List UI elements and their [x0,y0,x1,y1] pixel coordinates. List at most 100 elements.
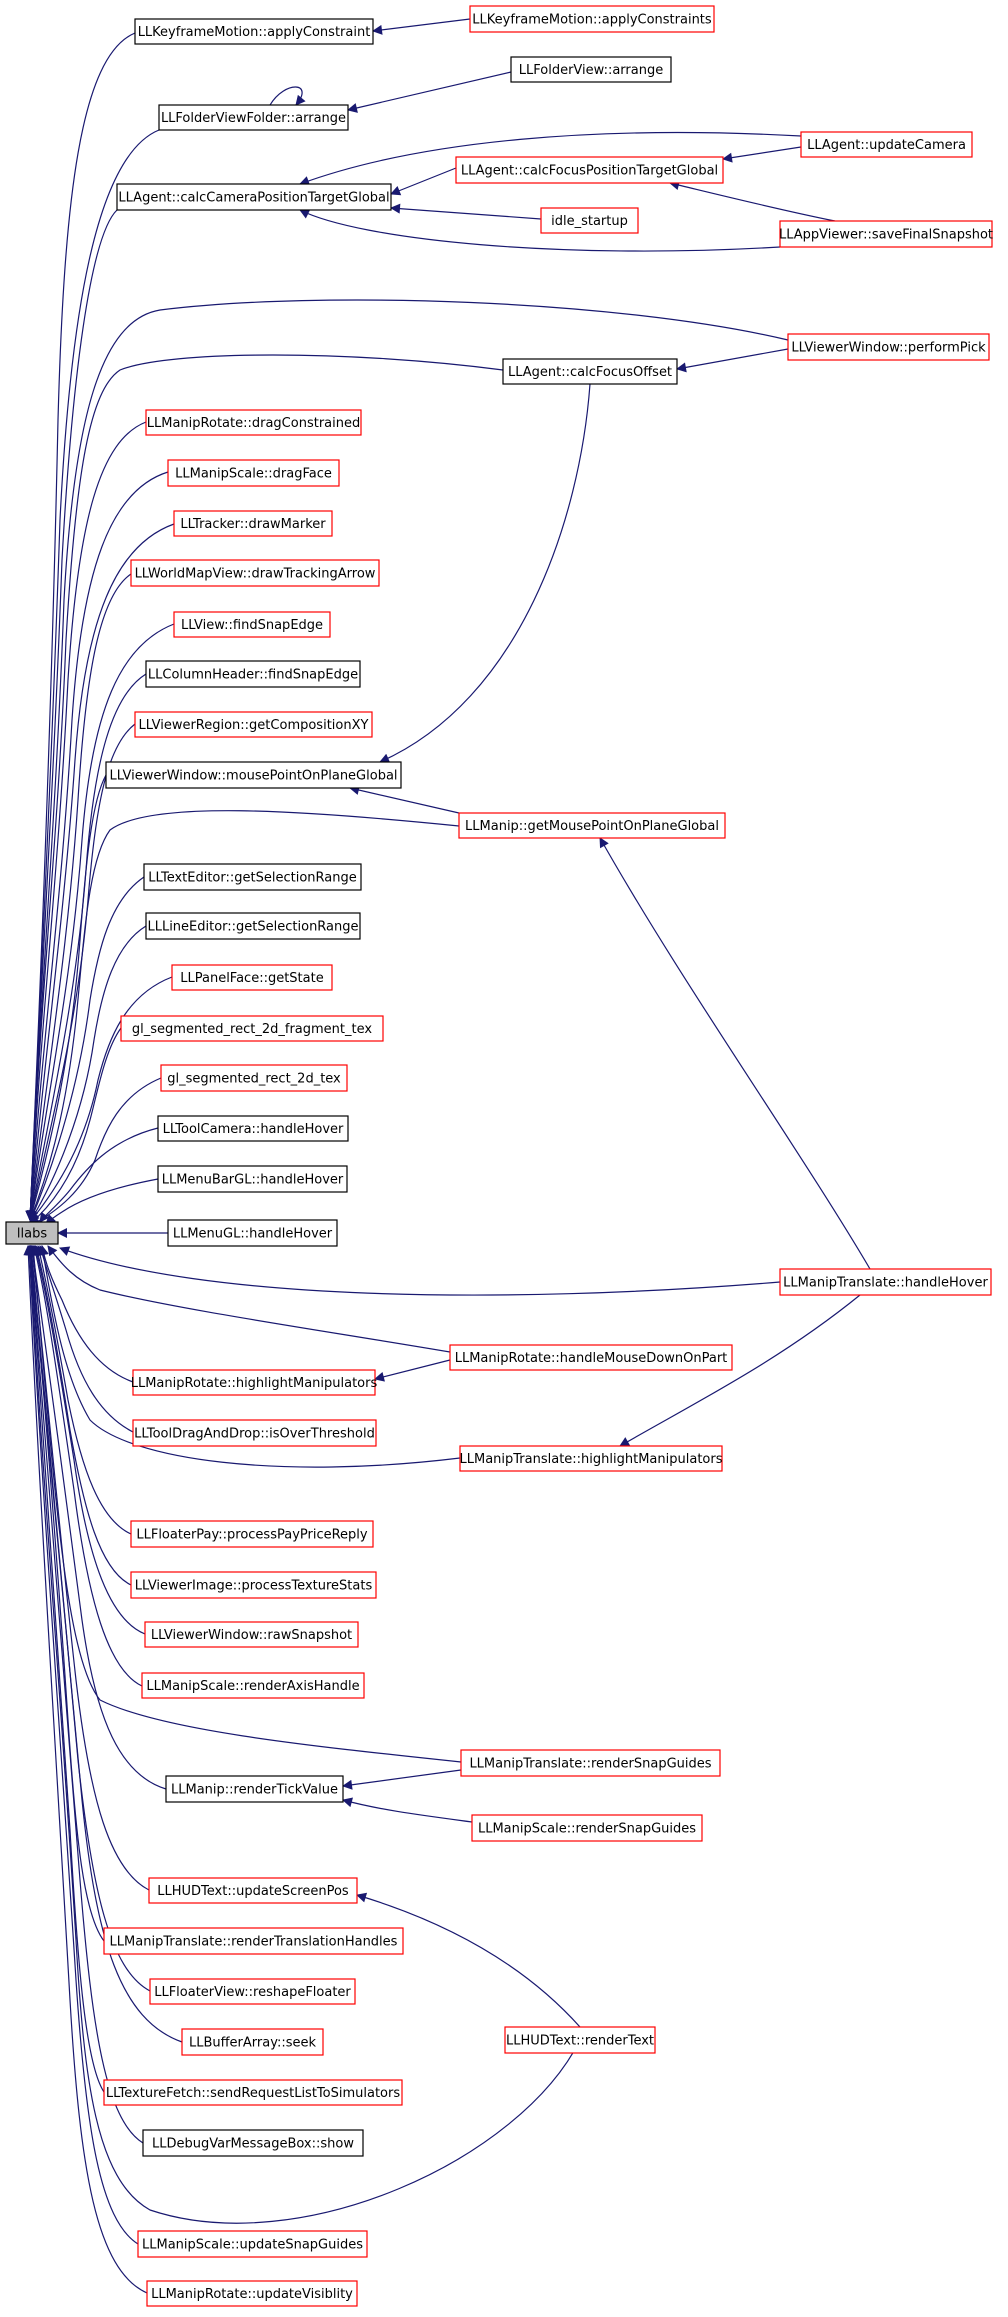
root-node[interactable]: llabs [5,1221,59,1245]
node-label: LLToolDragAndDrop::isOverThreshold [134,1427,375,1442]
call-edge [347,71,512,113]
caller-node[interactable]: LLMenuBarGL::handleHover [157,1165,348,1193]
node-box [157,1115,349,1142]
call-edge [25,523,175,1221]
node-box [145,660,361,688]
call-edge [29,1077,162,1227]
call-edge [31,1245,143,1687]
call-edge [25,129,160,1221]
caller-node[interactable]: LLManipScale::updateSnapGuides [137,2230,368,2258]
node-label: LLFolderViewFolder::arrange [161,111,346,126]
caller-node[interactable]: LLColumnHeader::findSnapEdge [145,660,361,688]
caller-node[interactable]: LLWorldMapView::drawTrackingArrow [130,559,380,587]
caller-node[interactable]: LLFloaterView::reshapeFloater [149,1978,356,2005]
node-label: LLViewerWindow::mousePointOnPlaneGlobal [109,769,397,784]
caller-node[interactable]: gl_segmented_rect_2d_fragment_tex [120,1015,384,1042]
caller-node[interactable]: LLFolderView::arrange [510,56,672,83]
caller-node[interactable]: LLViewerWindow::rawSnapshot [144,1621,359,1648]
call-edge [676,348,789,373]
node-box [510,56,672,83]
node-box [120,1015,384,1042]
call-edge [39,1127,159,1223]
caller-node[interactable]: LLView::findSnapEdge [173,611,331,638]
caller-node[interactable]: gl_segmented_rect_2d_tex [160,1064,348,1092]
caller-node[interactable]: LLLineEditor::getSelectionRange [145,912,361,940]
caller-node[interactable]: LLDebugVarMessageBox::show [142,2129,364,2157]
call-edge [26,1245,151,1992]
node-label: LLFloaterView::reshapeFloater [154,1985,351,2000]
caller-node[interactable]: LLMenuGL::handleHover [167,1219,338,1247]
node-label: LLColumnHeader::findSnapEdge [148,668,358,683]
caller-node[interactable]: LLManipRotate::highlightManipulators [131,1369,378,1396]
call-edge [59,1246,781,1296]
caller-node[interactable]: LLManipScale::renderAxisHandle [141,1672,365,1699]
node-label: LLViewerRegion::getCompositionXY [139,718,369,733]
caller-node[interactable]: LLViewerWindow::performPick [787,333,990,361]
call-edge [342,1769,462,1790]
call-edge [390,203,542,220]
node-box [167,459,340,487]
caller-node[interactable]: LLAgent::updateCamera [800,131,973,158]
caller-node[interactable]: LLManip::renderTickValue [165,1775,344,1803]
node-box [459,1445,723,1472]
caller-node[interactable]: LLManipRotate::handleMouseDownOnPart [449,1344,733,1371]
call-edge [27,1245,150,1891]
call-edge [25,1245,183,2043]
caller-node[interactable]: LLManipRotate::dragConstrained [145,409,362,436]
node-box [779,1268,992,1296]
caller-node[interactable]: LLAgent::calcCameraPositionTargetGlobal [116,183,392,211]
node-label: LLManipTranslate::renderSnapGuides [469,1757,711,1772]
caller-node[interactable]: idle_startup [540,207,639,234]
caller-node[interactable]: LLManipScale::dragFace [167,459,340,487]
node-box [134,711,373,738]
call-edge [26,573,132,1221]
call-edge [33,1245,132,1586]
caller-node[interactable]: LLBufferArray::seek [181,2028,324,2056]
call-edge [722,146,802,163]
caller-node[interactable]: LLAppViewer::saveFinalSnapshot [779,220,993,248]
caller-node[interactable]: LLTextureFetch::sendRequestListToSimulat… [103,2079,403,2106]
caller-node[interactable]: LLFloaterPay::processPayPriceReply [130,1520,374,1548]
caller-node[interactable]: LLManipTranslate::highlightManipulators [459,1445,723,1472]
caller-node[interactable]: LLManipScale::renderSnapGuides [471,1814,703,1842]
caller-node[interactable]: LLFolderViewFolder::arrange [158,104,349,131]
node-box [469,5,715,33]
caller-node[interactable]: LLHUDText::renderText [504,2026,656,2054]
caller-node[interactable]: LLManip::getMousePointOnPlaneGlobal [458,812,726,839]
caller-node[interactable]: LLTextEditor::getSelectionRange [143,863,362,891]
node-label: LLManipTranslate::highlightManipulators [460,1452,723,1467]
call-edge [349,785,460,814]
node-label: LLTextEditor::getSelectionRange [148,871,356,886]
caller-node[interactable]: LLAgent::calcFocusPositionTargetGlobal [455,156,724,184]
caller-node[interactable]: LLPanelFace::getState [171,964,333,991]
caller-node[interactable]: LLKeyframeMotion::applyConstraints [469,5,715,33]
caller-node[interactable]: LLAgent::calcFocusOffset [502,358,678,385]
node-label: LLManipRotate::updateVisiblity [151,2287,353,2302]
node-label: LLTextureFetch::sendRequestListToSimulat… [106,2086,401,2101]
node-label: LLAgent::updateCamera [807,138,966,153]
caller-node[interactable]: LLViewerRegion::getCompositionXY [134,711,373,738]
caller-node[interactable]: LLManipTranslate::renderSnapGuides [460,1749,721,1777]
node-label: gl_segmented_rect_2d_tex [167,1072,341,1087]
caller-node[interactable]: LLToolDragAndDrop::isOverThreshold [132,1419,377,1447]
call-edge [26,623,175,1221]
caller-node[interactable]: LLViewerImage::processTextureStats [130,1571,377,1599]
call-edge [38,1245,134,1383]
node-label: LLHUDText::renderText [506,2034,654,2049]
call-edge [379,383,591,763]
caller-node[interactable]: LLTracker::drawMarker [173,510,333,537]
node-box [158,104,349,131]
caller-node[interactable]: LLManipTranslate::handleHover [779,1268,992,1296]
caller-node[interactable]: LLKeyframeMotion::applyConstraint [134,18,374,45]
node-box [800,131,973,158]
node-box [130,1520,374,1548]
caller-node[interactable]: LLHUDText::updateScreenPos [148,1877,358,1904]
caller-node[interactable]: LLToolCamera::handleHover [157,1115,349,1142]
node-label: LLViewerWindow::rawSnapshot [151,1628,352,1643]
node-box [173,510,333,537]
caller-node[interactable]: LLManipRotate::updateVisiblity [146,2280,358,2307]
caller-node[interactable]: LLManipTranslate::renderTranslationHandl… [103,1927,404,1955]
caller-node[interactable]: LLViewerWindow::mousePointOnPlaneGlobal [105,761,402,789]
call-edge [38,1245,461,1468]
